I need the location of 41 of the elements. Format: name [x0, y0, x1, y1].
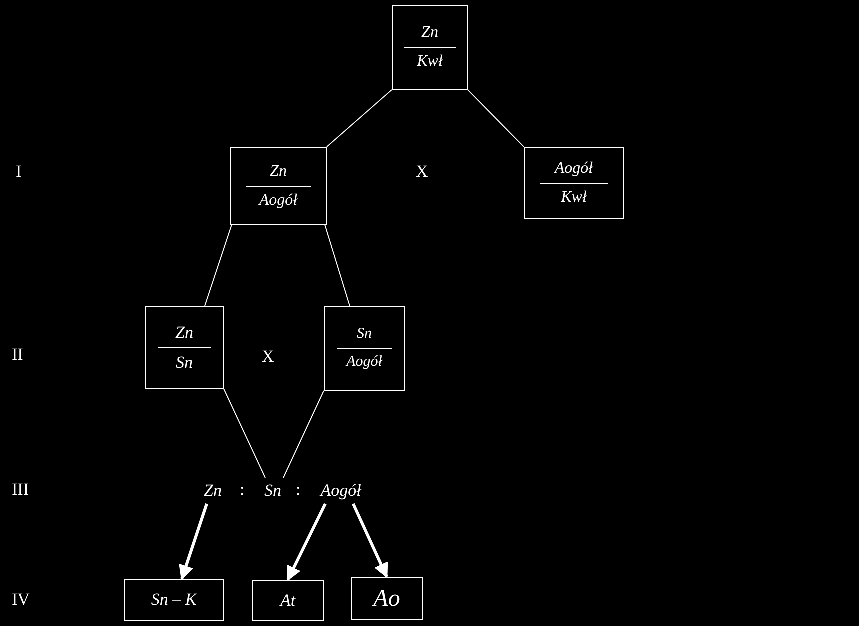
denominator: Sn [176, 352, 193, 374]
arrow [352, 503, 388, 578]
result-box [252, 580, 324, 621]
level-numeral: III [12, 481, 29, 498]
fraction-box [392, 5, 468, 90]
numerator: Zn [270, 162, 287, 182]
numerator: Sn [357, 325, 372, 344]
denominator: Kwł [417, 52, 443, 72]
numerator: Zn [176, 322, 194, 343]
result-box [351, 577, 423, 620]
ratio-colon: : [240, 481, 245, 498]
level-numeral: I [16, 163, 22, 180]
connector-line [204, 224, 232, 306]
ratio-term: Zn [204, 480, 222, 502]
box-text: Sn – K [151, 589, 197, 612]
multiplication-sign: X [416, 163, 428, 180]
ratio-term: Aogół [320, 480, 362, 502]
denominator: Kwł [561, 188, 587, 208]
fraction-box [145, 306, 224, 389]
connector-line [324, 224, 350, 306]
connector-line [283, 390, 324, 478]
ratio-colon: : [296, 481, 301, 498]
ratio-term: Sn [264, 480, 282, 502]
fraction-box [524, 147, 624, 219]
multiplication-sign: X [262, 348, 274, 365]
box-text: Ao [374, 584, 400, 614]
connector-line [326, 90, 392, 148]
fraction-box [230, 147, 327, 225]
box-text: At [280, 590, 296, 612]
level-numeral: IV [12, 591, 30, 608]
result-box [124, 579, 224, 621]
numerator: Aogół [554, 158, 594, 178]
denominator: Aogół [346, 353, 382, 372]
denominator: Aogół [259, 190, 298, 210]
connector-line [468, 90, 524, 148]
fraction-box [324, 306, 405, 391]
level-numeral: II [12, 346, 24, 363]
arrow [179, 504, 208, 580]
arrow [286, 503, 327, 582]
connector-line [224, 388, 266, 478]
numerator: Zn [422, 23, 438, 43]
